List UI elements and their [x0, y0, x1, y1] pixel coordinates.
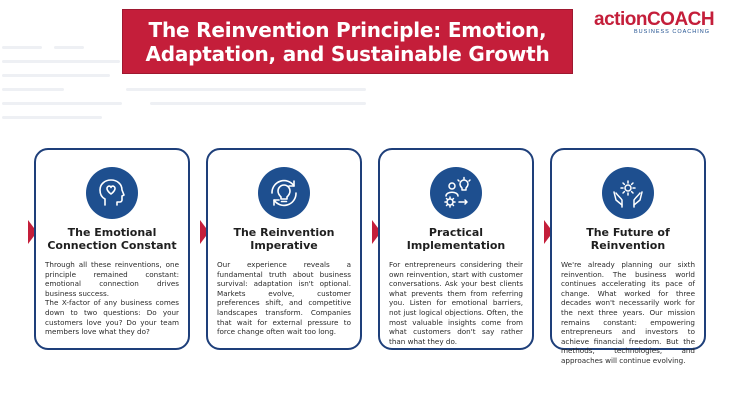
card-reinvention-imperative: The Reinvention Imperative Our experienc… — [206, 148, 362, 350]
actioncoach-logo: actionCOACH BUSINESS COACHING — [594, 10, 724, 40]
logo-tagline: BUSINESS COACHING — [634, 29, 710, 35]
lightbulb-cycle-icon — [258, 167, 310, 219]
logo-coach-text: COACH — [646, 9, 715, 30]
card-title: The Emotional Connection Constant — [40, 226, 184, 252]
faint-background-text — [0, 40, 370, 135]
card-title-line-2: Reinvention — [590, 239, 666, 252]
card-body: For entrepreneurs considering their own … — [389, 260, 523, 346]
card-arrow-3 — [372, 220, 381, 244]
card-arrow-4 — [544, 220, 553, 244]
card-title: Practical Implementation — [384, 226, 528, 252]
card-body-paragraph: The X-factor of any business comes down … — [45, 298, 179, 337]
card-arrow-2 — [200, 220, 209, 244]
logo-wordmark: actionCOACH — [594, 10, 724, 30]
team-gear-icon — [430, 167, 482, 219]
card-body-paragraph: Through all these reinventions, one prin… — [45, 260, 179, 298]
logo-action-text: action — [594, 9, 647, 30]
title-line-1: The Reinvention Principle: Emotion, — [148, 17, 547, 42]
card-body-paragraph: For entrepreneurs considering their own … — [389, 260, 523, 346]
card-title-line-2: Implementation — [406, 239, 506, 252]
card-title-line-1: The Future of — [586, 226, 670, 239]
card-body-paragraph: Our experience reveals a fundamental tru… — [217, 260, 351, 337]
hands-gear-icon — [602, 167, 654, 219]
card-emotional-connection: The Emotional Connection Constant Throug… — [34, 148, 190, 350]
card-practical-implementation: Practical Implementation For entrepreneu… — [378, 148, 534, 350]
card-arrow-1 — [28, 220, 37, 244]
card-body: We're already planning our sixth reinven… — [561, 260, 695, 366]
card-body-paragraph: We're already planning our sixth reinven… — [561, 260, 695, 365]
card-title: The Future of Reinvention — [556, 226, 700, 252]
card-title-line-1: The Reinvention — [233, 226, 335, 239]
head-heart-icon — [86, 167, 138, 219]
card-future-of-reinvention: The Future of Reinvention We're already … — [550, 148, 706, 365]
card-body: Through all these reinventions, one prin… — [45, 260, 179, 337]
card-title-line-2: Imperative — [250, 239, 318, 252]
card-title-line-1: The Emotional — [67, 226, 157, 239]
card-title: The Reinvention Imperative — [212, 226, 356, 252]
card-title-line-2: Connection Constant — [47, 239, 177, 252]
page-title: The Reinvention Principle: Emotion, Adap… — [145, 18, 549, 66]
card-title-line-1: Practical — [428, 226, 484, 239]
title-line-2: Adaptation, and Sustainable Growth — [145, 41, 550, 66]
card-body: Our experience reveals a fundamental tru… — [217, 260, 351, 337]
title-banner: The Reinvention Principle: Emotion, Adap… — [122, 9, 573, 74]
